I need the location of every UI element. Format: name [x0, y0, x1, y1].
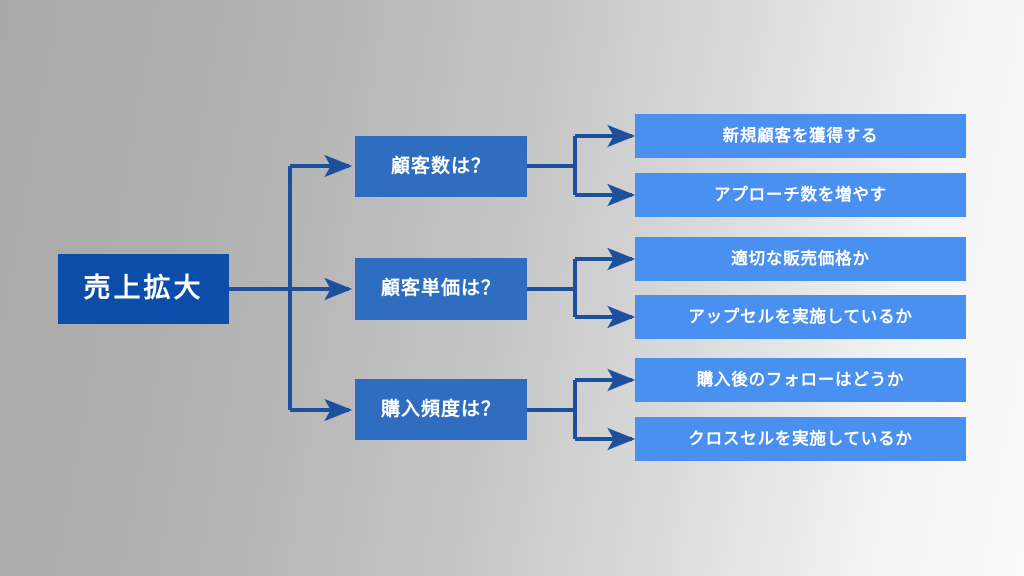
node-branch-2[interactable]: 顧客単価は？: [355, 258, 527, 320]
node-leaf-2-1[interactable]: 適切な販売価格か: [635, 237, 966, 281]
node-root[interactable]: 売上拡大: [58, 254, 229, 324]
node-leaf-3-1[interactable]: 購入後のフォローはどうか: [635, 358, 966, 402]
node-branch-3[interactable]: 購入頻度は？: [355, 379, 527, 440]
node-leaf-1-2[interactable]: アプローチ数を増やす: [635, 173, 966, 217]
node-leaf-3-2[interactable]: クロスセルを実施しているか: [635, 417, 966, 461]
node-branch-1[interactable]: 顧客数は？: [355, 136, 527, 197]
node-leaf-2-2[interactable]: アップセルを実施しているか: [635, 295, 966, 339]
node-leaf-1-1[interactable]: 新規顧客を獲得する: [635, 114, 966, 158]
